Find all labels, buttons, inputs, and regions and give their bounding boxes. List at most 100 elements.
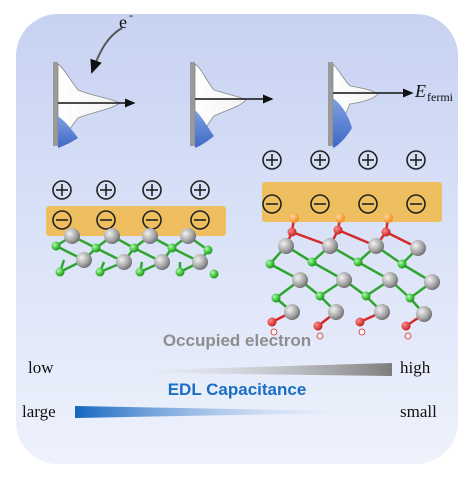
dos-axis-1 <box>53 62 58 146</box>
electron-arrow <box>90 27 123 74</box>
gray-atom <box>382 272 398 288</box>
gray-atom <box>192 254 208 270</box>
green-atom <box>271 293 281 303</box>
gray-atom <box>328 304 344 320</box>
green-atom <box>307 257 317 267</box>
green-atom <box>55 267 65 277</box>
green-atom <box>405 293 415 303</box>
green-atom <box>167 243 177 253</box>
gray-atom <box>374 304 390 320</box>
edl-large-label: large <box>22 402 56 421</box>
gray-atom <box>292 272 308 288</box>
occupied-electron-gradient <box>86 363 392 376</box>
green-atom <box>397 259 407 269</box>
anion-icon <box>190 210 210 230</box>
red-atom <box>401 321 411 331</box>
green-atom <box>361 291 371 301</box>
gray-atom <box>416 306 432 322</box>
green-atom <box>95 267 105 277</box>
dos-plot-1 <box>53 27 136 148</box>
occupied-low-label: low <box>28 358 54 377</box>
red-atom <box>267 317 277 327</box>
gray-atom <box>368 238 384 254</box>
cation-icon <box>262 150 282 170</box>
occupied-electron-title: Occupied electron <box>162 331 312 350</box>
gray-atom <box>424 274 440 290</box>
gray-atom <box>142 228 158 244</box>
cation-icon <box>358 150 378 170</box>
right-anions <box>262 194 426 214</box>
red-atom <box>355 317 365 327</box>
occupied-high-label: high <box>400 358 431 377</box>
gray-atom <box>336 272 352 288</box>
red-atom <box>313 321 323 331</box>
orange-atom <box>383 213 393 223</box>
right-cations <box>262 150 426 170</box>
right-edl-band <box>262 182 442 222</box>
gray-atom <box>104 228 120 244</box>
green-atom <box>135 267 145 277</box>
left-lattice <box>51 228 219 279</box>
orange-atom <box>335 213 345 223</box>
dos-filled-2 <box>195 110 214 148</box>
gray-atom <box>116 254 132 270</box>
gray-atom <box>76 252 92 268</box>
anion-icon <box>96 210 116 230</box>
green-atom <box>175 267 185 277</box>
gray-atom <box>322 238 338 254</box>
gray-atom <box>278 238 294 254</box>
dos-plot-3 <box>328 62 414 148</box>
anion-icon <box>262 194 282 214</box>
anion-icon <box>406 194 426 214</box>
cation-icon <box>190 180 210 200</box>
green-atom <box>315 291 325 301</box>
dos-filled-1 <box>58 116 78 148</box>
hydrogen-atom <box>404 332 412 340</box>
green-atom <box>203 245 213 255</box>
left-cations <box>52 180 210 200</box>
red-atom <box>381 227 391 237</box>
hydrogen-atom <box>316 332 324 340</box>
electron-label: e <box>119 12 127 32</box>
edl-small-label: small <box>400 402 437 421</box>
anion-icon <box>52 210 72 230</box>
green-atom <box>51 241 61 251</box>
cation-icon <box>406 150 426 170</box>
red-atom <box>333 225 343 235</box>
left-anions <box>52 210 210 230</box>
orange-atom <box>289 213 299 223</box>
red-atom <box>287 227 297 237</box>
gray-atom <box>154 254 170 270</box>
gray-atom <box>64 228 80 244</box>
anion-icon <box>310 194 330 214</box>
cation-icon <box>52 180 72 200</box>
dos-plot-2 <box>190 62 274 148</box>
edl-capacitance-title: EDL Capacitance <box>167 380 307 399</box>
gray-atom <box>410 240 426 256</box>
cation-icon <box>96 180 116 200</box>
gray-atom <box>284 304 300 320</box>
gray-atom <box>180 228 196 244</box>
green-atom <box>265 259 275 269</box>
dos-axis-2 <box>190 62 195 146</box>
green-atom <box>129 243 139 253</box>
dos-filled-3 <box>333 98 352 148</box>
hydrogen-atom <box>358 328 366 336</box>
background-panel <box>16 14 458 464</box>
green-atom <box>353 257 363 267</box>
hydrogen-atom <box>270 328 278 336</box>
anion-icon <box>358 194 378 214</box>
edl-capacitance-gradient <box>75 406 392 418</box>
green-atom <box>91 243 101 253</box>
green-atom <box>209 269 219 279</box>
right-lattice <box>265 213 440 340</box>
left-edl-band <box>46 206 226 236</box>
fermi-label: E <box>414 81 426 101</box>
dos-axis-3 <box>328 62 333 146</box>
cation-icon <box>142 180 162 200</box>
cation-icon <box>310 150 330 170</box>
electron-sup: - <box>129 8 133 22</box>
fermi-subscript: fermi <box>427 90 454 104</box>
